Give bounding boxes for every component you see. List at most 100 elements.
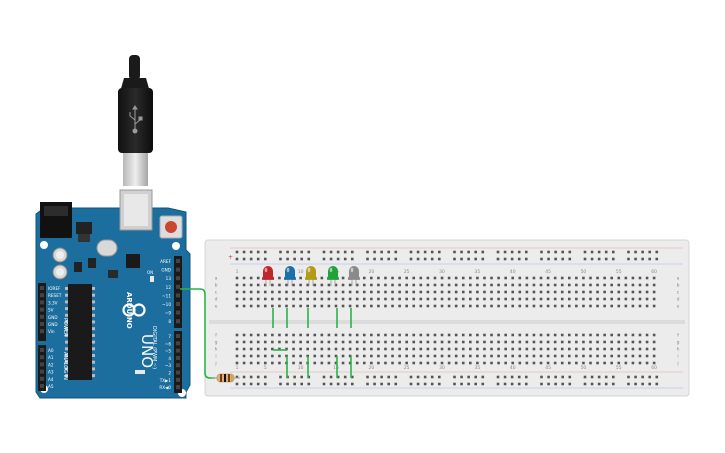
breadboard-hole[interactable] <box>525 354 529 358</box>
breadboard-hole[interactable] <box>610 304 614 308</box>
header-pin[interactable] <box>40 322 44 326</box>
breadboard-hole[interactable] <box>575 276 578 280</box>
rail-hole[interactable] <box>503 375 507 379</box>
breadboard-hole[interactable] <box>539 290 543 294</box>
breadboard-hole[interactable] <box>645 283 649 287</box>
rail-hole[interactable] <box>547 375 550 379</box>
breadboard-hole[interactable] <box>263 290 267 294</box>
header-pin[interactable] <box>176 385 180 390</box>
breadboard-hole[interactable] <box>405 340 408 344</box>
breadboard-hole[interactable] <box>447 297 451 301</box>
breadboard-hole[interactable] <box>242 290 246 294</box>
breadboard-hole[interactable] <box>426 290 430 294</box>
rail-hole[interactable] <box>256 382 260 386</box>
breadboard-hole[interactable] <box>476 333 479 337</box>
rail-hole[interactable] <box>409 257 413 261</box>
rail-hole[interactable] <box>242 382 246 386</box>
rail-hole[interactable] <box>380 250 383 254</box>
breadboard-hole[interactable] <box>490 304 493 308</box>
breadboard-hole[interactable] <box>405 333 408 337</box>
breadboard-hole[interactable] <box>511 361 515 365</box>
breadboard-hole[interactable] <box>440 347 444 351</box>
breadboard-hole[interactable] <box>624 333 628 337</box>
rail-hole[interactable] <box>242 375 246 379</box>
breadboard-hole[interactable] <box>426 283 430 287</box>
breadboard-hole[interactable] <box>652 354 656 358</box>
breadboard-hole[interactable] <box>447 340 451 344</box>
breadboard-hole[interactable] <box>384 276 387 280</box>
breadboard-hole[interactable] <box>405 361 408 365</box>
header-pin[interactable] <box>40 362 44 367</box>
breadboard-hole[interactable] <box>504 347 507 351</box>
breadboard-hole[interactable] <box>490 354 493 358</box>
breadboard-hole[interactable] <box>327 347 331 351</box>
breadboard-hole[interactable] <box>490 276 493 280</box>
rail-hole[interactable] <box>430 250 434 254</box>
breadboard-hole[interactable] <box>490 283 493 287</box>
breadboard-hole[interactable] <box>412 340 416 344</box>
rail-hole[interactable] <box>300 250 304 254</box>
breadboard-hole[interactable] <box>652 297 656 301</box>
breadboard-hole[interactable] <box>596 290 599 294</box>
breadboard-hole[interactable] <box>362 354 366 358</box>
breadboard-hole[interactable] <box>469 283 472 287</box>
breadboard-hole[interactable] <box>553 333 557 337</box>
breadboard-hole[interactable] <box>398 361 401 365</box>
breadboard-hole[interactable] <box>249 283 253 287</box>
breadboard-hole[interactable] <box>263 297 267 301</box>
rail-hole[interactable] <box>460 250 463 254</box>
breadboard-hole[interactable] <box>235 333 239 337</box>
breadboard-hole[interactable] <box>440 340 444 344</box>
breadboard-hole[interactable] <box>391 276 394 280</box>
rail-hole[interactable] <box>366 250 369 254</box>
rail-hole[interactable] <box>474 382 478 386</box>
breadboard-hole[interactable] <box>447 290 451 294</box>
breadboard-hole[interactable] <box>567 361 571 365</box>
breadboard-hole[interactable] <box>299 333 302 337</box>
breadboard-hole[interactable] <box>638 340 642 344</box>
breadboard-hole[interactable] <box>362 333 366 337</box>
breadboard-hole[interactable] <box>355 333 359 337</box>
rail-hole[interactable] <box>561 257 565 261</box>
breadboard-hole[interactable] <box>539 333 543 337</box>
breadboard-hole[interactable] <box>483 354 486 358</box>
breadboard-hole[interactable] <box>278 297 281 301</box>
rail-hole[interactable] <box>467 257 470 261</box>
breadboard-hole[interactable] <box>271 361 274 365</box>
breadboard-hole[interactable] <box>278 290 281 294</box>
breadboard-hole[interactable] <box>433 283 437 287</box>
rail-hole[interactable] <box>235 382 239 386</box>
breadboard-hole[interactable] <box>292 361 295 365</box>
breadboard-hole[interactable] <box>469 290 472 294</box>
breadboard-hole[interactable] <box>256 290 260 294</box>
rail-hole[interactable] <box>322 375 326 379</box>
rail-hole[interactable] <box>263 375 267 379</box>
breadboard-hole[interactable] <box>497 354 500 358</box>
breadboard-hole[interactable] <box>518 290 522 294</box>
breadboard-hole[interactable] <box>348 361 352 365</box>
breadboard-hole[interactable] <box>454 283 458 287</box>
rail-hole[interactable] <box>300 375 304 379</box>
reset-button-cap[interactable] <box>165 221 177 233</box>
wires[interactable] <box>180 288 352 379</box>
breadboard-hole[interactable] <box>532 354 536 358</box>
breadboard-hole[interactable] <box>511 283 515 287</box>
breadboard-hole[interactable] <box>440 304 444 308</box>
rail-hole[interactable] <box>568 250 572 254</box>
rail-hole[interactable] <box>235 375 239 379</box>
breadboard-hole[interactable] <box>567 340 571 344</box>
rail-hole[interactable] <box>583 250 587 254</box>
breadboard-hole[interactable] <box>532 276 536 280</box>
rail-hole[interactable] <box>409 382 413 386</box>
breadboard-hole[interactable] <box>511 347 515 351</box>
breadboard-hole[interactable] <box>461 347 465 351</box>
breadboard-hole[interactable] <box>546 297 550 301</box>
header-pin[interactable] <box>40 307 44 312</box>
breadboard-hole[interactable] <box>469 304 472 308</box>
breadboard-hole[interactable] <box>589 283 592 287</box>
breadboard-hole[interactable] <box>327 290 331 294</box>
breadboard-hole[interactable] <box>603 340 606 344</box>
breadboard-hole[interactable] <box>249 290 253 294</box>
breadboard-hole[interactable] <box>504 333 507 337</box>
